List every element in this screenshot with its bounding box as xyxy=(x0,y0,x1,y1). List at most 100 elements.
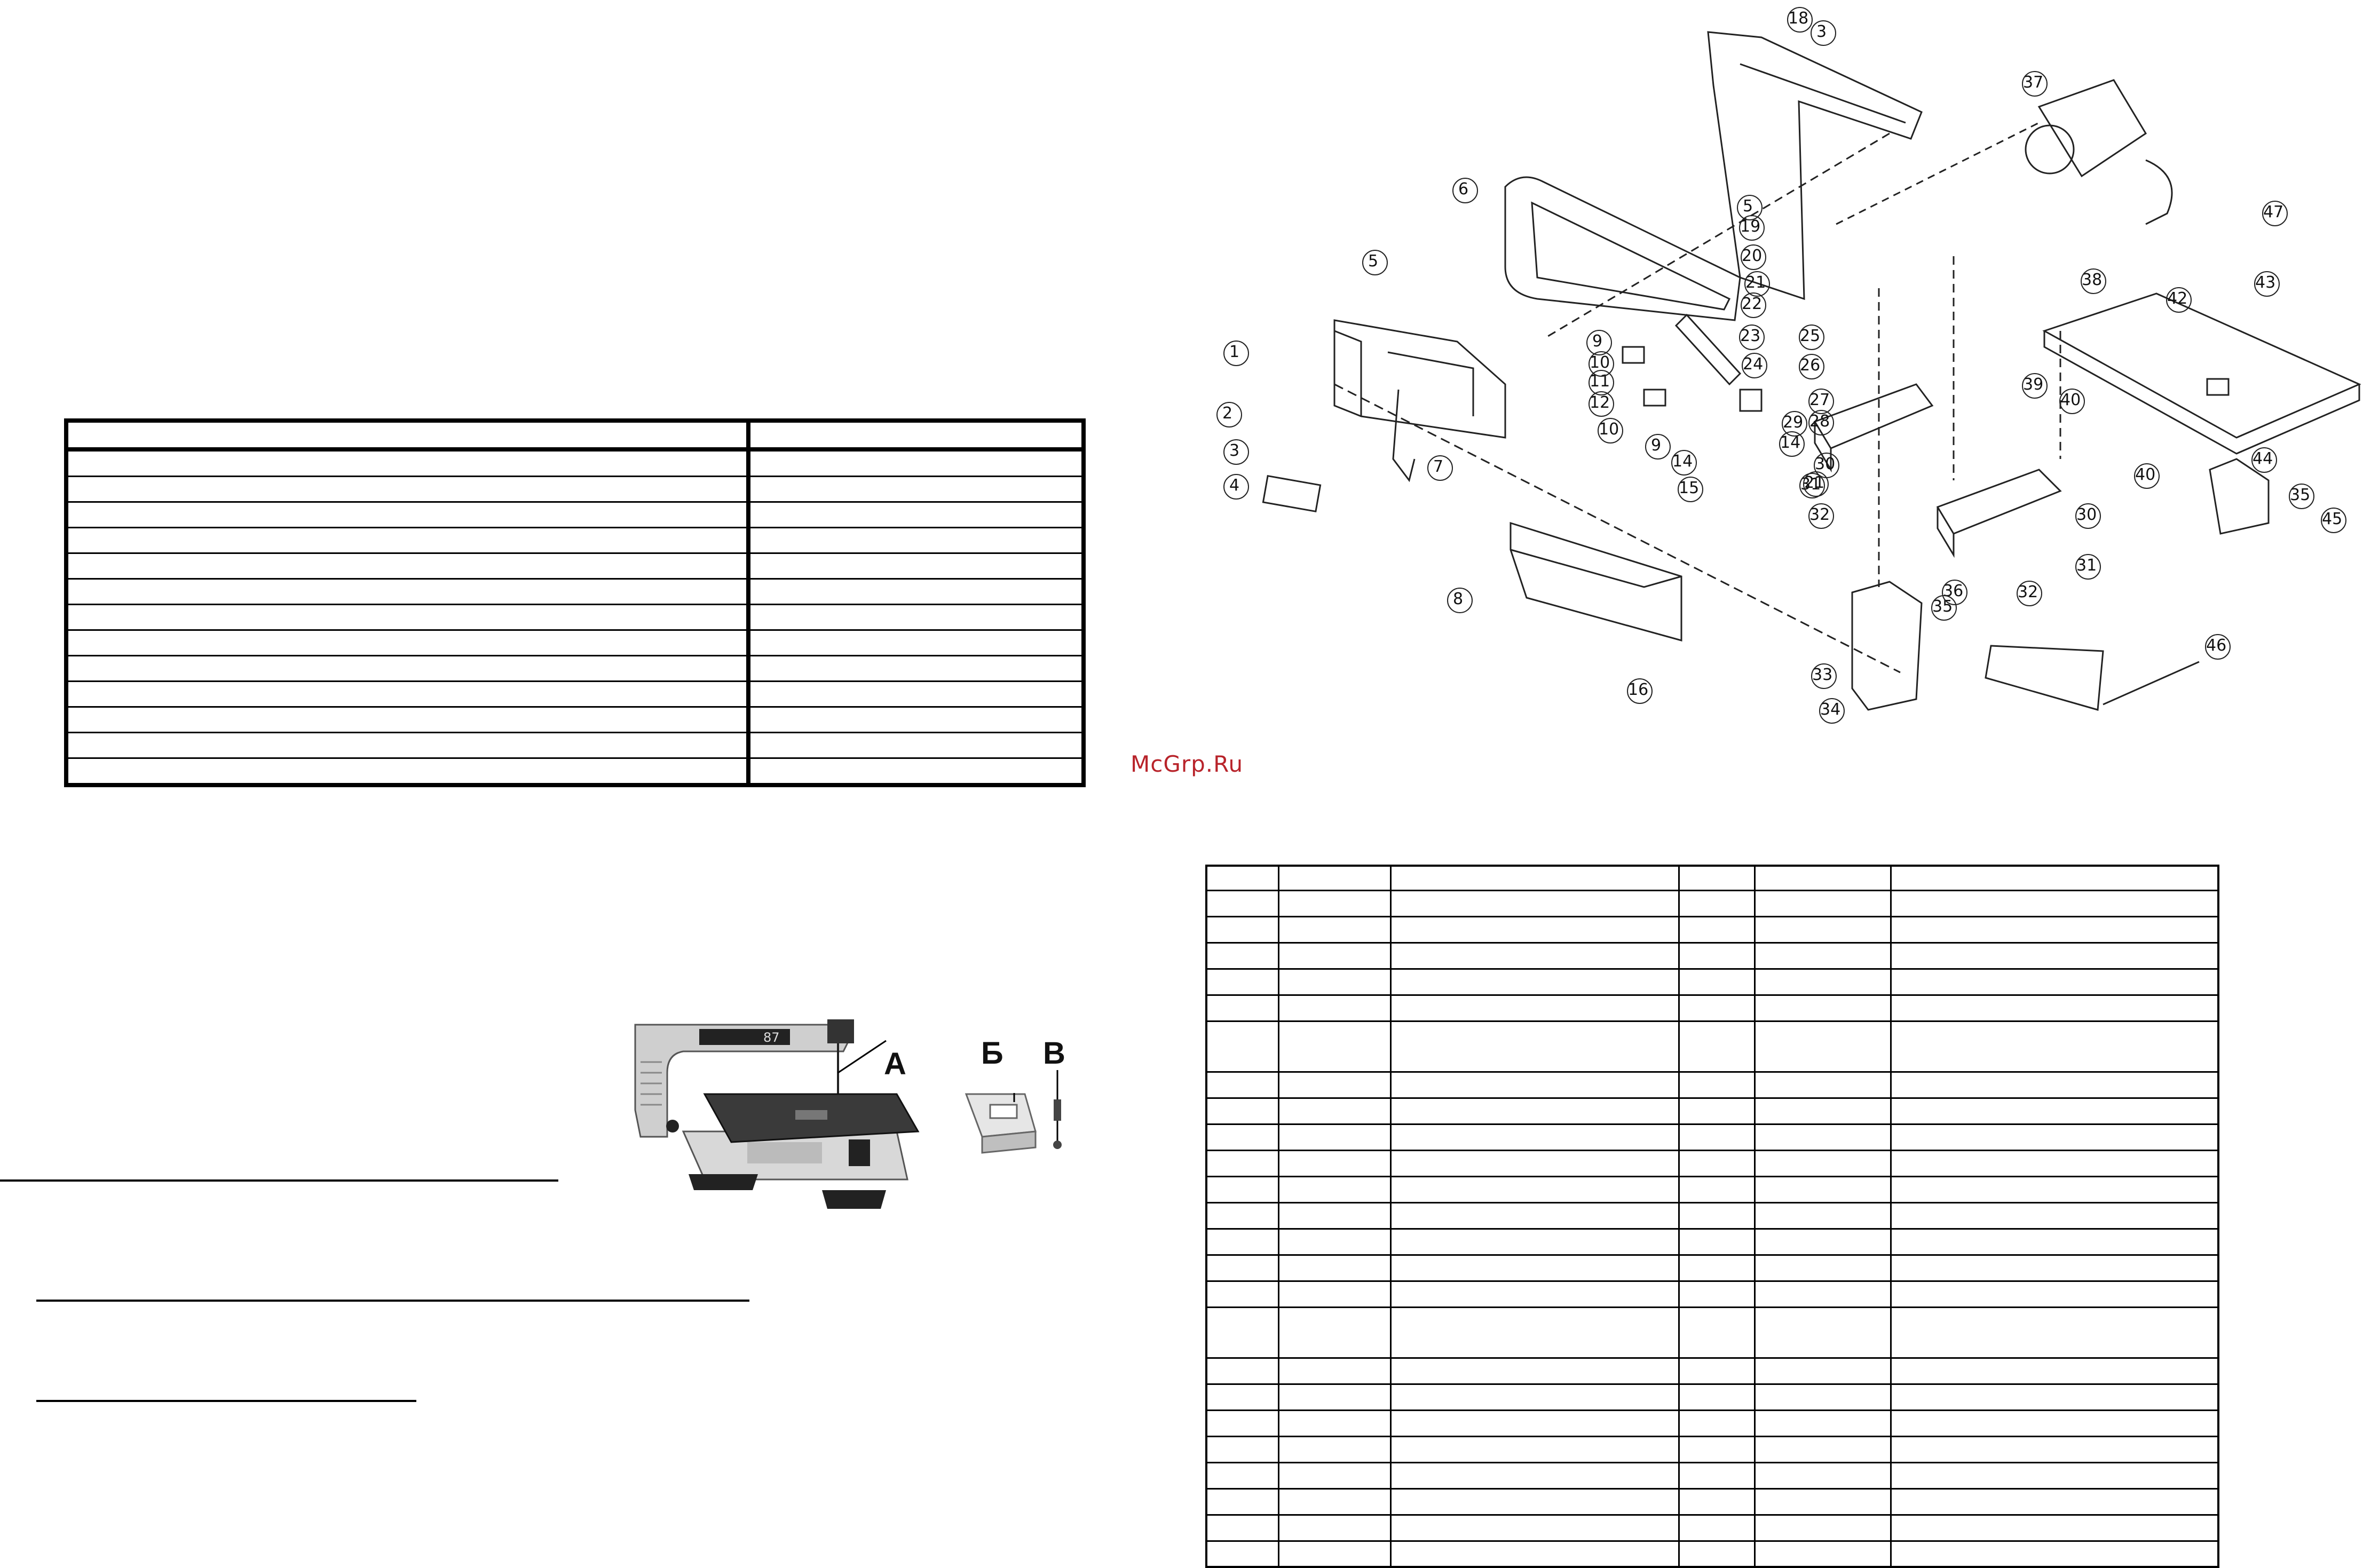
table-row xyxy=(1205,1409,2219,1437)
callout-v: В xyxy=(1043,1036,1065,1071)
part-label-circle xyxy=(1799,324,1824,350)
table-row xyxy=(65,448,1085,477)
table-row xyxy=(1205,1175,2219,1203)
table-row xyxy=(1205,1097,2219,1125)
table-row xyxy=(1205,1487,2219,1516)
part-label-circle xyxy=(1742,353,1767,378)
scroll-saw-photo: 87 xyxy=(634,1019,920,1209)
table-row xyxy=(1205,1306,2219,1359)
part-label-circle xyxy=(1739,324,1765,350)
table-row xyxy=(1205,1383,2219,1411)
part-label-circle xyxy=(1741,292,1766,318)
table-row xyxy=(1205,1435,2219,1463)
part-label-circle xyxy=(1808,503,1834,529)
part-label-circle xyxy=(2075,554,2101,580)
table-row xyxy=(65,501,1085,528)
part-label-circle xyxy=(2262,201,2288,226)
part-label-circle xyxy=(1627,678,1653,704)
part-label-circle xyxy=(1741,244,1766,270)
part-label-circle xyxy=(1799,354,1824,379)
table-row xyxy=(65,732,1085,759)
part-label-circle xyxy=(2134,463,2160,489)
parts-table-body xyxy=(1205,865,2219,1568)
part-label-circle xyxy=(1678,477,1703,502)
part-label-circle xyxy=(1739,215,1765,241)
callout-b: Б xyxy=(981,1036,1003,1071)
accessory-plate-icon xyxy=(965,1093,1037,1154)
part-label-circle xyxy=(2075,503,2101,529)
table-row xyxy=(65,578,1085,605)
table-row xyxy=(1205,1149,2219,1177)
table-row xyxy=(1205,1201,2219,1230)
part-label-circle xyxy=(1598,418,1623,444)
exploded-parts-diagram xyxy=(1262,31,2361,711)
spec-table-body xyxy=(65,419,1085,786)
table-row xyxy=(1205,994,2219,1022)
part-label-circle xyxy=(1811,20,1836,46)
blank-line xyxy=(36,1400,416,1402)
table-row xyxy=(1205,1540,2219,1568)
spec-table xyxy=(64,418,1086,787)
part-label-circle xyxy=(1223,439,1249,465)
table-row xyxy=(1205,865,2219,891)
table-row xyxy=(1205,1020,2219,1073)
table-row xyxy=(65,419,1085,452)
part-label-circle xyxy=(1819,698,1845,724)
table-row xyxy=(65,655,1085,682)
table-row xyxy=(65,629,1085,656)
blade-pin-icon xyxy=(1053,1070,1062,1149)
table-row xyxy=(65,552,1085,580)
part-label-circle xyxy=(1782,411,1807,437)
part-label-circle xyxy=(1223,474,1249,500)
part-label-circle xyxy=(2321,508,2346,533)
table-row xyxy=(1205,1461,2219,1490)
part-label-circle xyxy=(1808,410,1834,435)
part-label-circle xyxy=(1223,340,1249,366)
table-row xyxy=(1205,941,2219,970)
part-label-circle xyxy=(1811,663,1837,689)
part-label-circle xyxy=(2022,373,2048,399)
watermark: McGrp.Ru xyxy=(1131,751,1244,777)
part-label-circle xyxy=(2205,634,2231,660)
photo-badge-text: 87 xyxy=(763,1030,780,1045)
part-label-circle xyxy=(1447,588,1473,613)
blank-line xyxy=(36,1300,749,1302)
part-label-circle xyxy=(1362,250,1388,275)
table-row xyxy=(65,757,1085,786)
part-label-circle xyxy=(1588,391,1614,417)
part-label-circle xyxy=(2059,389,2085,414)
table-row xyxy=(65,680,1085,708)
table-row xyxy=(1205,968,2219,996)
table-row xyxy=(1205,1071,2219,1099)
table-row xyxy=(65,527,1085,554)
table-row xyxy=(65,476,1085,503)
part-label-circle xyxy=(1942,580,1967,605)
table-row xyxy=(1205,1254,2219,1282)
table-row xyxy=(1205,1357,2219,1385)
part-label-circle xyxy=(2081,268,2106,294)
part-label-circle xyxy=(2251,447,2277,473)
part-label-circle xyxy=(2166,287,2192,313)
table-row xyxy=(1205,1123,2219,1151)
part-label-circle xyxy=(1671,450,1697,476)
callout-a: А xyxy=(884,1047,906,1081)
blank-line xyxy=(0,1179,558,1182)
part-label-circle xyxy=(1799,473,1825,498)
part-label-circle xyxy=(1787,7,1813,33)
part-label-circle xyxy=(2289,484,2314,509)
part-label-circle xyxy=(1814,453,1839,478)
part-label-circle xyxy=(1452,178,1478,203)
table-row xyxy=(1205,915,2219,944)
table-row xyxy=(1205,1280,2219,1308)
table-row xyxy=(1205,889,2219,917)
parts-table xyxy=(1205,865,2219,1568)
part-label-circle xyxy=(1645,434,1671,460)
part-label-circle xyxy=(2017,581,2042,606)
table-row xyxy=(1205,1228,2219,1256)
table-row xyxy=(65,706,1085,733)
part-label-circle xyxy=(2022,71,2048,97)
part-label-circle xyxy=(2254,271,2280,297)
table-row xyxy=(1205,1514,2219,1542)
table-row xyxy=(65,604,1085,631)
part-label-circle xyxy=(1427,455,1453,481)
